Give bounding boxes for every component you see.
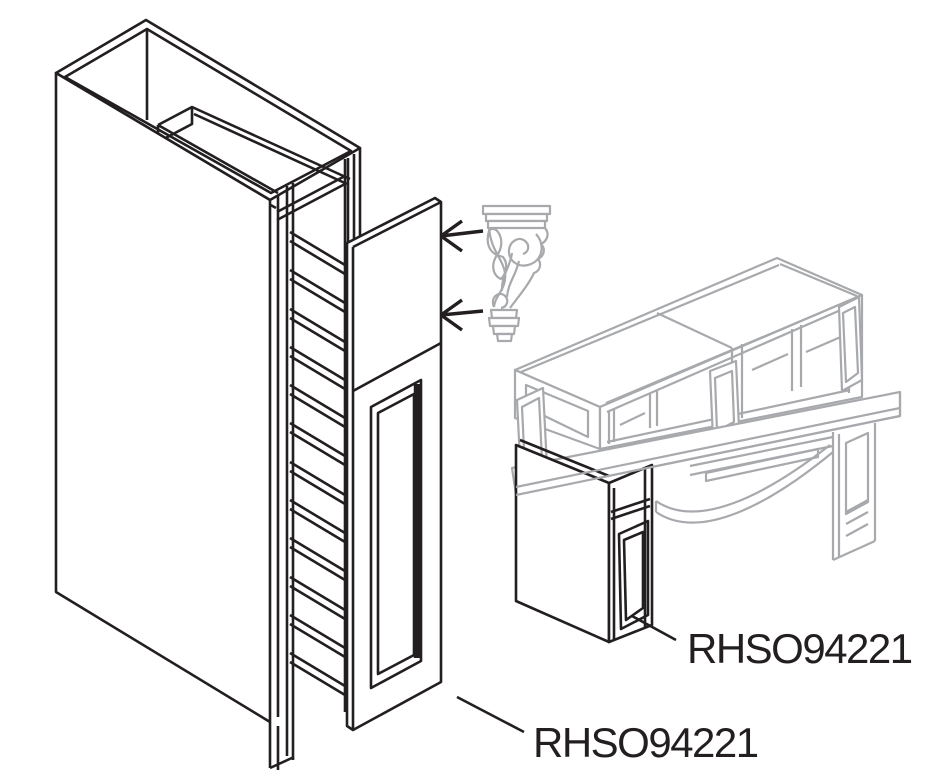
pullout-door-panel — [345, 196, 443, 732]
main-leader-line — [456, 695, 525, 734]
right-pedestal — [831, 423, 877, 562]
arched-apron — [654, 435, 834, 524]
desktop-front-edge — [515, 406, 901, 497]
context-leader-line — [631, 614, 677, 642]
highlighted-pullout-in-context — [514, 438, 654, 644]
door-recessed-panel — [369, 378, 423, 690]
desk-assembly-context — [510, 256, 902, 562]
arrow-bottom-icon — [440, 298, 484, 332]
corbel-volute-scroll — [507, 233, 543, 267]
context-product-label: RHSO94221 — [687, 625, 912, 672]
main-product-label: RHSO94221 — [533, 719, 758, 766]
arrow-top-icon — [440, 219, 484, 253]
hutch-junction-line — [656, 312, 733, 349]
context-pullout-door — [617, 519, 650, 631]
pullout-rack — [276, 159, 347, 760]
rack-shelves — [289, 230, 346, 697]
pullout-cabinet-drawing — [54, 18, 443, 770]
corbel-detail-illustration — [481, 204, 552, 343]
mounting-arrows — [440, 219, 484, 332]
corbel-acanthus-leaf — [486, 227, 503, 257]
hutch-cabinets — [513, 256, 864, 451]
